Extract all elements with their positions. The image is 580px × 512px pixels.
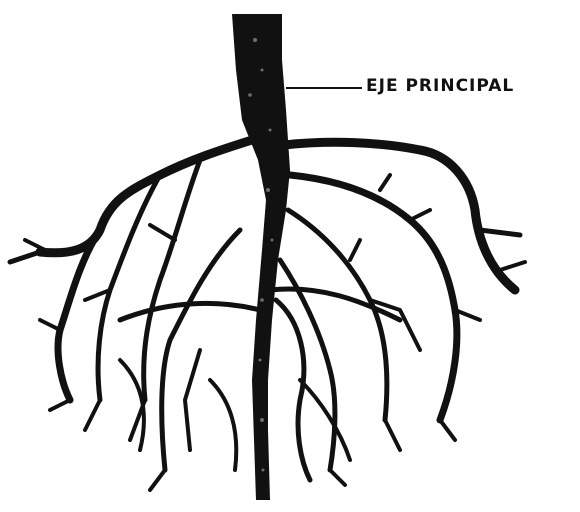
rootlet-left-6 — [150, 470, 165, 490]
lower-root-crossing-1 — [120, 303, 260, 320]
root-tip-far-left — [10, 252, 40, 262]
root-tip-far-left-2 — [25, 240, 45, 250]
lower-root-crossing-4 — [300, 380, 350, 460]
rootlet-right-4 — [440, 420, 455, 440]
rootlet-right-8 — [350, 240, 360, 260]
lateral-root-left-inner — [144, 160, 200, 400]
rootlet-right-5 — [385, 420, 400, 450]
lateral-root-right-low — [276, 300, 310, 480]
main-axis-label: EJE PRINCIPAL — [366, 76, 514, 96]
lateral-root-right-mid — [290, 175, 457, 420]
rootlet-right-6 — [330, 470, 345, 485]
rootlet-left-2 — [50, 400, 70, 410]
root-tip-far-right — [480, 230, 520, 235]
rootlet-right-2 — [410, 210, 430, 220]
rootlet-left-4 — [85, 400, 100, 430]
root-tip-far-right-2 — [500, 262, 525, 270]
rootlet-left-1 — [40, 320, 60, 330]
rootlet-right-1 — [380, 175, 390, 190]
main-axis — [232, 14, 290, 500]
rootlet-left-7 — [150, 225, 175, 240]
rootlet-left-8 — [185, 350, 200, 450]
lower-root-crossing-3 — [210, 380, 236, 470]
